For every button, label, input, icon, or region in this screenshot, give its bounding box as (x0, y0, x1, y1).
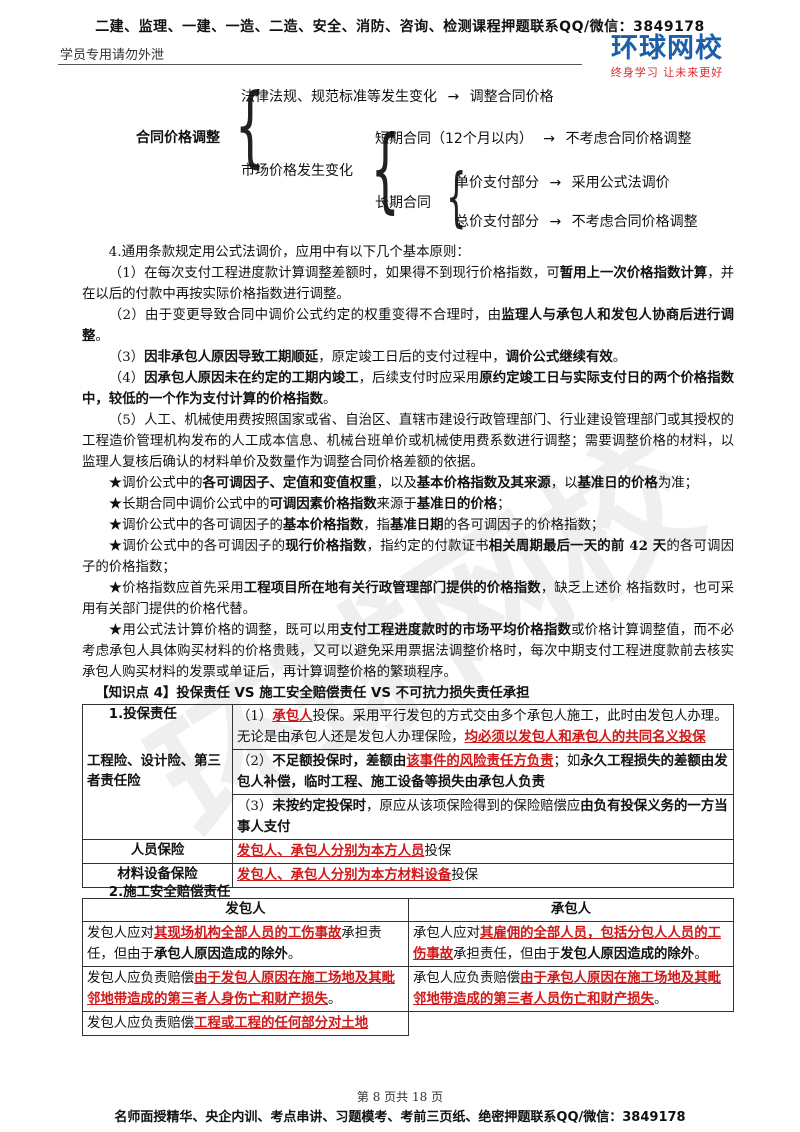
diagram-unit-price: 单价支付部分 → 采用公式法调价 (455, 175, 670, 191)
insurance-responsibility-table: 工程险、设计险、第三者责任险 （1）承包人投保。采用平行发包的方式交由多个承包人… (82, 704, 734, 888)
insurance-rule-3: （3）未按约定投保时，原应从该项保险得到的保险赔偿应由负有投保义务的一方当事人支… (232, 794, 734, 840)
star-note-3: ★调价公式中的各可调因子的基本价格指数，指基准日期的各可调因子的价格指数； (108, 517, 605, 533)
logo-text: 环球网校 (611, 33, 723, 64)
insurance-rule-1: （1）承包人投保。采用平行发包的方式交由多个承包人施工，此时由发包人办理。无论是… (232, 704, 734, 750)
material-insurance-label: 材料设备保险 (82, 863, 233, 888)
brace-long: { (446, 161, 467, 235)
insurance-type-label: 工程险、设计险、第三者责任险 (82, 704, 233, 840)
contractor-rule-1: 承包人应对其雇佣的全部人员，包括分包人人员的工伤事故承担责任，但由于发包人原因造… (408, 921, 734, 967)
personnel-insurance-label: 人员保险 (82, 839, 233, 864)
brand-logo: 环球网校 终身学习 让未来更好 (592, 34, 742, 80)
paragraph-principle-5: （5）人工、机械使用费按照国家或省、自治区、直辖市建设行政管理部门、行业建设管理… (82, 413, 734, 470)
brace-market: { (370, 116, 400, 223)
star-note-6: ★用公式法计算价格的调整，既可以用支付工程进度款时的市场平均价格指数或价格计算调… (82, 622, 735, 680)
knowledge-point-4-title: 【知识点 4】投保责任 VS 施工安全赔偿责任 VS 不可抗力损失责任承担 (95, 686, 530, 701)
diagram-root: 合同价格调整 (136, 130, 220, 146)
diagram-long-contract: 长期合同 (375, 195, 431, 211)
personnel-insurance-rule: 发包人、承包人分别为本方人员投保 (232, 839, 734, 864)
insurance-rule-2: （2）不足额投保时，差额由该事件的风险责任方负责；如永久工程损失的差额由发包人补… (232, 749, 734, 795)
empty-cell (409, 1012, 734, 1036)
header-divider (58, 64, 582, 65)
employer-rule-2: 发包人应负责赔偿由于发包人原因在施工场地及其毗邻地带造成的第三者人身伤亡和财产损… (82, 966, 409, 1012)
header-employer: 发包人 (82, 898, 409, 922)
logo-slogan: 终身学习 让未来更好 (610, 66, 724, 79)
section-safety-title: 2.施工安全赔偿责任 (108, 885, 231, 900)
star-note-2: ★长期合同中调价公式中的可调因素价格指数来源于基准日的价格； (108, 496, 511, 512)
diagram-branch-market: 市场价格发生变化 (241, 163, 353, 179)
star-note-5: ★价格指数应首先采用工程项目所在地有关行政管理部门提供的价格指数，缺乏上述价 格… (82, 580, 735, 617)
paragraph-principle-1: （1）在每次支付工程进度款计算调整差额时，如果得不到现行价格指数，可暂用上一次价… (82, 265, 735, 302)
star-note-1: ★调价公式中的各可调因子、定值和变值权重，以及基本价格指数及其来源，以基准日的价… (108, 475, 698, 491)
document-body: 4.通用条款规定用公式法调价，应用中有以下几个基本原则： （1）在每次支付工程进… (82, 242, 734, 725)
header-note: 学员专用请勿外泄 (60, 48, 165, 63)
diagram-branch-law: 法律法规、规范标准等发生变化 → 调整合同价格 (241, 89, 554, 105)
diagram-total-price: 总价支付部分 → 不考虑合同价格调整 (455, 214, 698, 230)
section-safety-title-wrap: 2.施工安全赔偿责任 (82, 880, 231, 900)
footer-contact-line: 名师面授精华、央企内训、考点串讲、习题模考、考前三页纸、绝密押题联系QQ/微信：… (114, 1110, 686, 1125)
price-adjustment-diagram: 合同价格调整 { 法律法规、规范标准等发生变化 → 调整合同价格 市场价格发生变… (0, 0, 800, 240)
material-insurance-rule: 发包人、承包人分别为本方材料设备投保 (232, 863, 734, 888)
employer-rule-1: 发包人应对其现场机构全部人员的工伤事故承担责任，但由于承包人原因造成的除外。 (82, 921, 409, 967)
employer-rule-3: 发包人应负责赔偿工程或工程的任何部分对土地 (82, 1011, 409, 1036)
paragraph-principles-intro: 4.通用条款规定用公式法调价，应用中有以下几个基本原则： (108, 245, 470, 260)
brace-root: { (234, 74, 266, 177)
diagram-short-contract: 短期合同（12个月以内） → 不考虑合同价格调整 (375, 131, 692, 147)
paragraph-principle-2: （2）由于变更导致合同中调价公式约定的权重变得不合理时，由监理人与承包人和发包人… (82, 307, 734, 344)
page-number: 第 8 页共 18 页 (356, 1090, 444, 1104)
header-contractor: 承包人 (408, 898, 734, 922)
contractor-rule-2: 承包人应负责赔偿由于承包人原因在施工场地及其毗邻地带造成的第三者人员伤亡和财产损… (408, 966, 734, 1012)
header-contact-line: 二建、监理、一建、一造、二造、安全、消防、咨询、检测课程押题联系QQ/微信：38… (95, 19, 705, 35)
safety-compensation-table: 发包人 承包人 发包人应对其现场机构全部人员的工伤事故承担责任，但由于承包人原因… (82, 898, 734, 1036)
paragraph-principle-4: （4）因承包人原因未在约定的工期内竣工，后续支付时应采用原约定竣工日与实际支付日… (82, 370, 735, 407)
star-note-4: ★调价公式中的各可调因子的现行价格指数，指约定的付款证书相关周期最后一天的前 4… (82, 538, 735, 575)
paragraph-principle-3: （3）因非承包人原因导致工期顺延，原定竣工日后的支付过程中，调价公式继续有效。 (108, 349, 627, 365)
